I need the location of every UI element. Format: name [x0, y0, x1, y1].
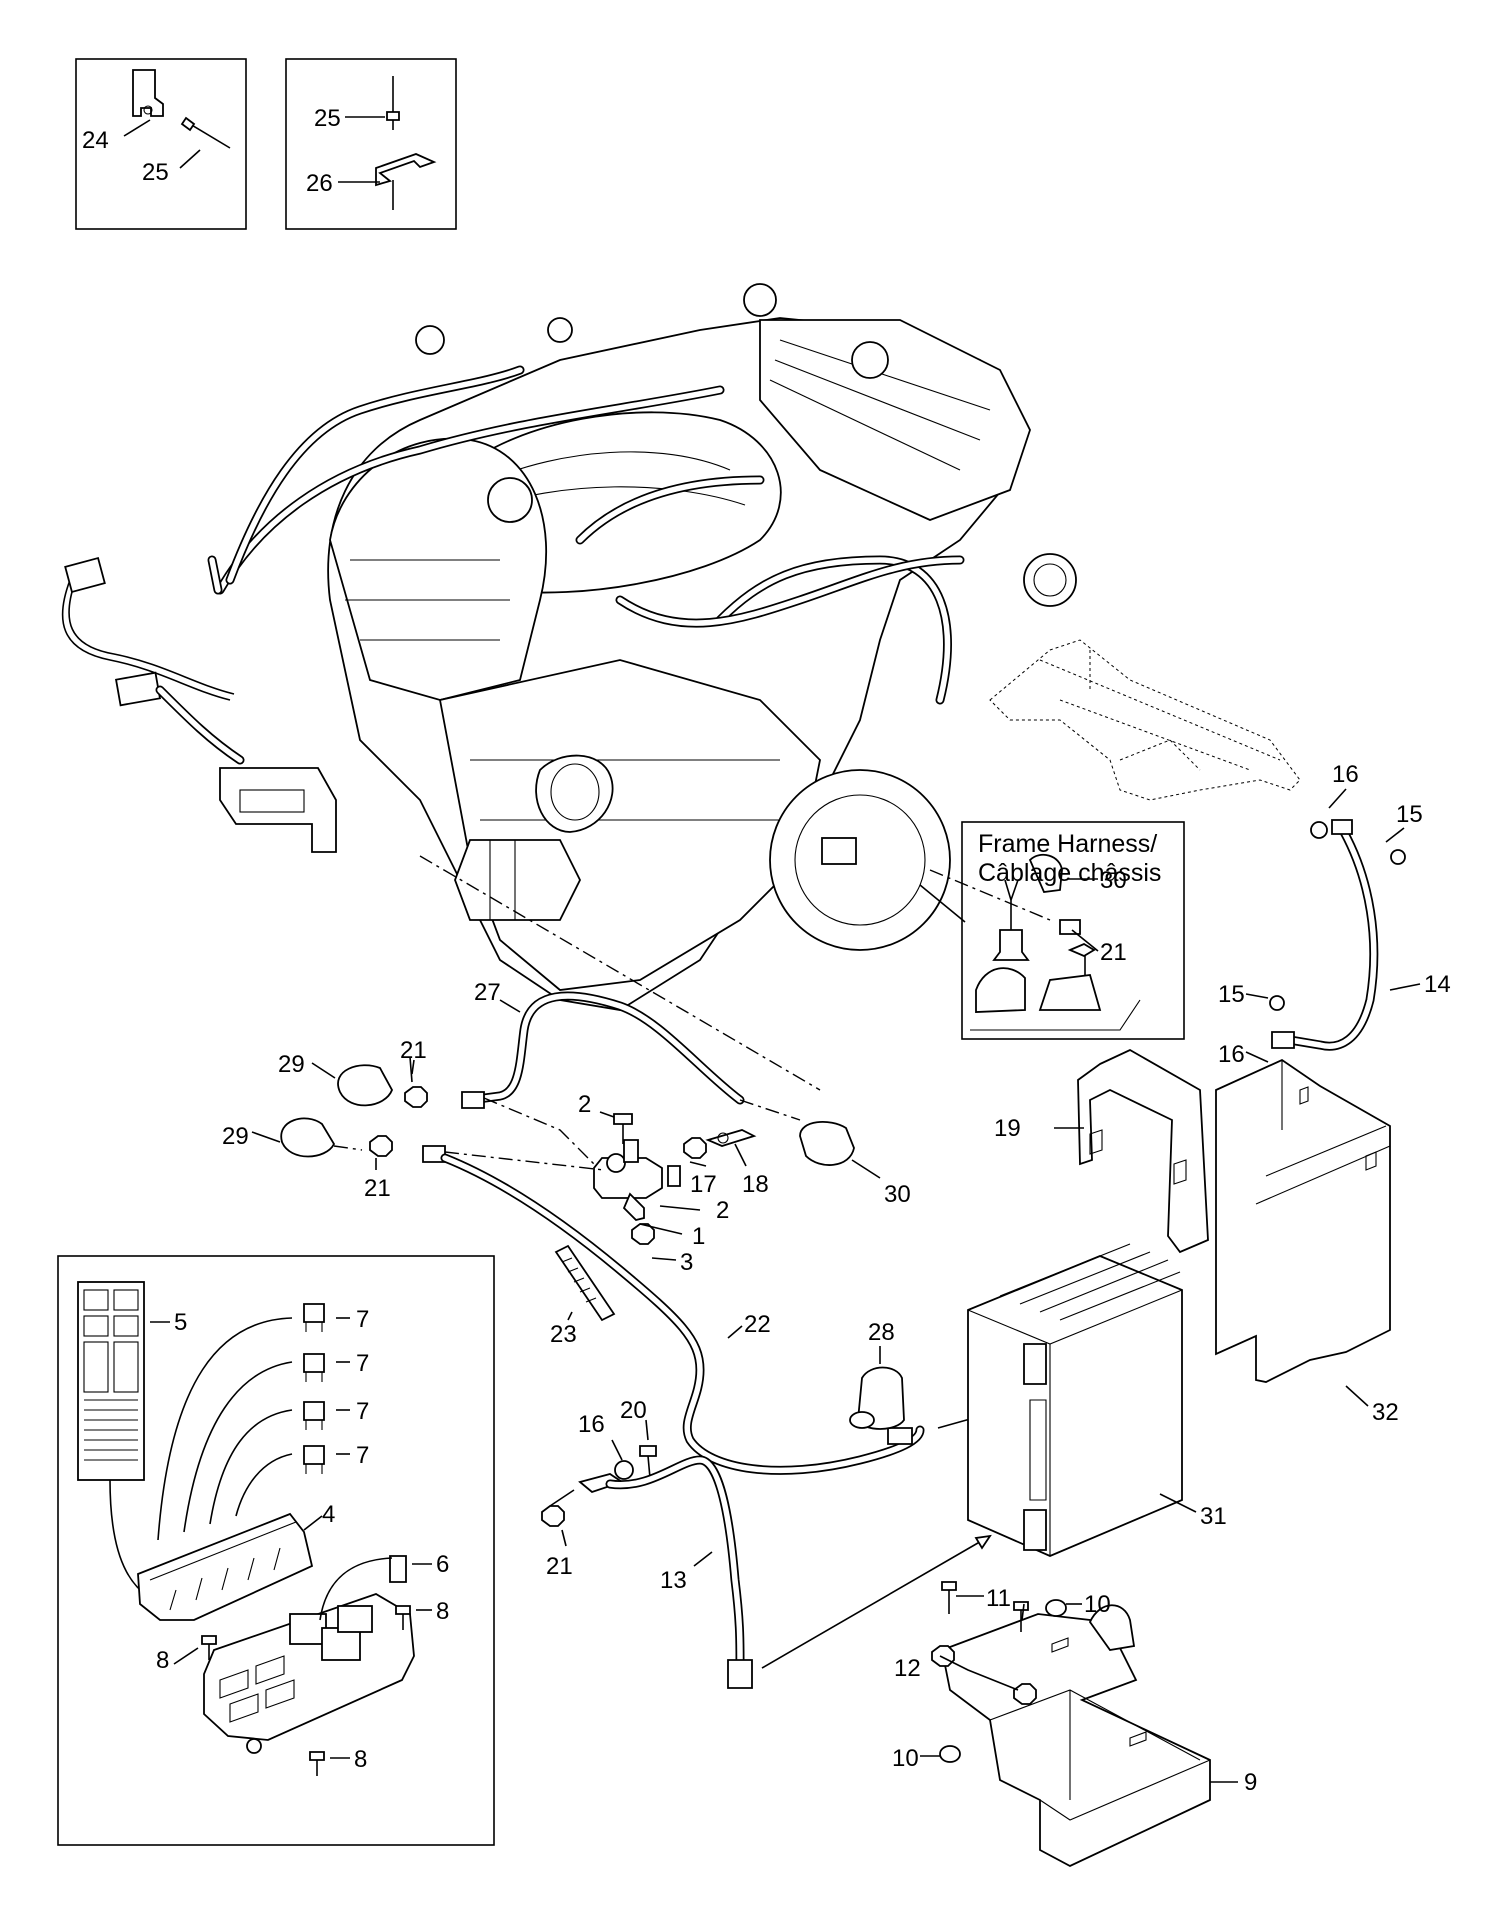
- callout-17: 17: [690, 1171, 717, 1198]
- inset-title-line2: Câblage châssis: [978, 859, 1161, 887]
- callout-15-b: 15: [1218, 981, 1245, 1008]
- callout-13: 13: [660, 1567, 687, 1594]
- callout-11: 11: [986, 1585, 1011, 1612]
- callout-30-b: 30: [884, 1181, 911, 1208]
- callout-21-b: 21: [400, 1037, 427, 1064]
- callout-4: 4: [322, 1501, 335, 1528]
- callout-26: 26: [306, 170, 333, 197]
- callout-8-c: 8: [354, 1746, 367, 1773]
- callout-23: 23: [550, 1321, 577, 1348]
- callout-2: 2: [578, 1091, 591, 1118]
- inset-title-line1: Frame Harness/: [978, 830, 1157, 858]
- callout-21-d: 21: [546, 1553, 573, 1580]
- reference-line-cvt: [929, 869, 1051, 921]
- ground-cable-14: [1245, 788, 1421, 1076]
- inset-box-bracket: [285, 58, 457, 230]
- callout-25-b: 25: [314, 105, 341, 132]
- callout-15: 15: [1396, 801, 1423, 828]
- callout-12: 12: [894, 1655, 921, 1682]
- battery-cover-32: [1215, 1058, 1391, 1407]
- callout-7-d: 7: [356, 1442, 369, 1469]
- callout-14: 14: [1424, 971, 1451, 998]
- callout-24: 24: [82, 127, 109, 154]
- callout-10: 10: [1084, 1591, 1111, 1618]
- reference-line-starter: [419, 855, 821, 1091]
- terminal-cap-28: [849, 1346, 991, 1430]
- callout-21-c: 21: [364, 1175, 391, 1202]
- fuse-box-inset: [57, 1255, 495, 1846]
- battery-strap-19: [1054, 1048, 1209, 1254]
- tray-hardware: [920, 1581, 1082, 1763]
- callout-8-b: 8: [156, 1647, 169, 1674]
- callout-5: 5: [174, 1309, 187, 1336]
- callout-7: 7: [356, 1306, 369, 1333]
- callout-29-b: 29: [222, 1123, 249, 1150]
- callout-16: 16: [1332, 761, 1359, 788]
- callout-3: 3: [680, 1249, 693, 1276]
- callout-7-b: 7: [356, 1350, 369, 1377]
- negative-cable-13: [541, 1419, 992, 1689]
- callout-30: 30: [1100, 867, 1127, 894]
- callout-32: 32: [1372, 1399, 1399, 1426]
- callout-18: 18: [742, 1171, 769, 1198]
- solenoid-area: [251, 991, 925, 1475]
- callout-27: 27: [474, 979, 501, 1006]
- engine-assembly: [61, 283, 1077, 1011]
- callout-31: 31: [1200, 1503, 1227, 1530]
- callout-1: 1: [692, 1223, 705, 1250]
- callout-7-c: 7: [356, 1398, 369, 1425]
- battery-31: [967, 1243, 1197, 1557]
- inset-box-clip: [75, 58, 247, 230]
- callout-10-b: 10: [892, 1745, 919, 1772]
- callout-21: 21: [1100, 939, 1127, 966]
- frame-harness-inset: [961, 821, 1185, 1040]
- callout-25: 25: [142, 159, 169, 186]
- callout-19: 19: [994, 1115, 1021, 1142]
- frame-bracket: [989, 639, 1301, 801]
- callout-16-c: 16: [578, 1411, 605, 1438]
- callout-16-b: 16: [1218, 1041, 1245, 1068]
- callout-9: 9: [1244, 1769, 1257, 1796]
- callout-22: 22: [744, 1311, 771, 1338]
- callout-29: 29: [278, 1051, 305, 1078]
- callout-28: 28: [868, 1319, 895, 1346]
- battery-tray-9: [940, 1604, 1238, 1868]
- callout-8: 8: [436, 1598, 449, 1625]
- callout-2-b: 2: [716, 1197, 729, 1224]
- callout-6: 6: [436, 1551, 449, 1578]
- callout-20: 20: [620, 1397, 647, 1424]
